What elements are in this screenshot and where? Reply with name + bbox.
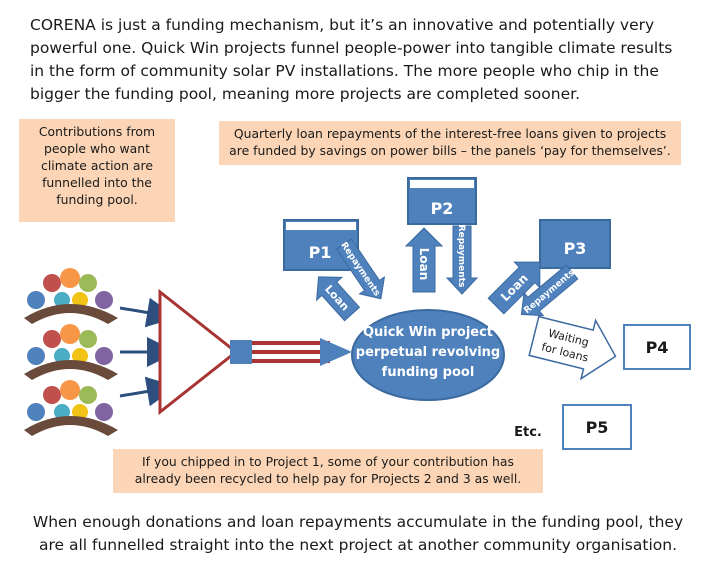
repay-label-p2: Repayments <box>456 225 466 288</box>
project-p5: P5 <box>562 404 632 450</box>
loan-label-p2: Loan <box>417 248 431 281</box>
contributors-group-2 <box>24 324 118 380</box>
repay-arrow-p2: Repayments <box>445 225 479 295</box>
outro-paragraph: When enough donations and loan repayment… <box>32 513 684 554</box>
pipe-arrow-head <box>320 338 352 366</box>
p3-label: P3 <box>564 239 587 258</box>
intro-paragraph: CORENA is just a funding mechanism, but … <box>30 16 673 103</box>
p2-label: P2 <box>431 199 454 218</box>
p1-label: P1 <box>309 243 332 262</box>
pool-label-1: Quick Win project <box>363 325 493 340</box>
etc-label: Etc. <box>514 425 542 440</box>
funding-pool <box>351 309 505 401</box>
project-p3: P3 <box>539 219 611 269</box>
contributors-group-1 <box>24 268 118 324</box>
project-p4: P4 <box>623 324 691 370</box>
waiting-arrow: Waiting for loans <box>528 315 617 381</box>
repayments-note: Quarterly loan repayments of the interes… <box>219 121 681 165</box>
recycled-note: If you chipped in to Project 1, some of … <box>113 449 543 493</box>
contributors-group-3 <box>24 380 118 436</box>
loan-arrow-p1: Loan <box>316 276 361 322</box>
pool-label-2: perpetual revolving <box>356 345 500 360</box>
funnel-outlet <box>230 340 252 364</box>
project-p2: P2 <box>407 177 477 225</box>
funnel-shape <box>158 288 239 416</box>
contributions-note: Contributions from people who want clima… <box>19 119 175 222</box>
p5-label: P5 <box>586 418 609 437</box>
loan-arrow-p2: Loan <box>404 227 444 293</box>
pool-label-3: funding pool <box>382 365 475 380</box>
p4-label: P4 <box>646 338 669 357</box>
